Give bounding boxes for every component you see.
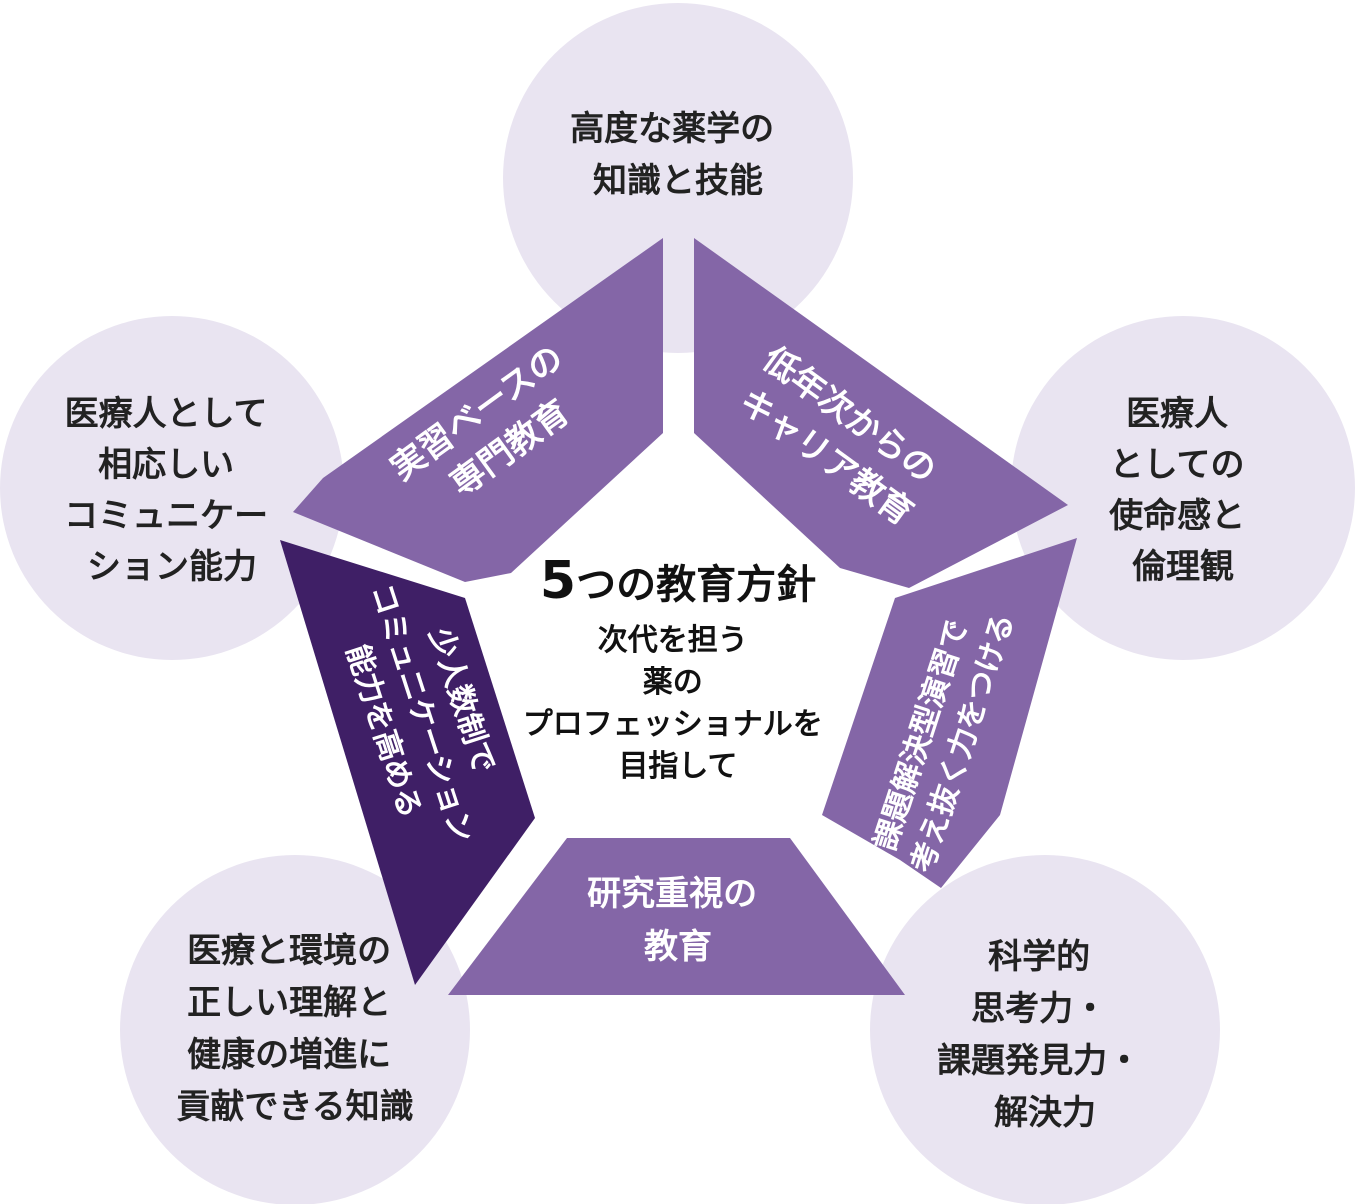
center-subtitle-line: 目指して [618, 749, 737, 784]
circle-bottom-right-label: 科学的 思考力・ 課題発見力・ 解決力 [937, 937, 1153, 1133]
circle-bottom-left-line: 健康の増進に [187, 1035, 391, 1075]
circle-top-line: 知識と技能 [593, 161, 763, 201]
segment-bottom-line: 研究重視の [587, 874, 757, 914]
segment-upper-left [293, 238, 663, 582]
segment-left [280, 540, 535, 985]
center-title-number: 5 [540, 551, 576, 611]
center-subtitle-line: 次代を担う [598, 623, 748, 658]
circle-bottom-right-line: 科学的 [988, 937, 1090, 977]
circle-top [503, 3, 853, 353]
segment-labels: 実習ベースの 専門教育 低年次からの キャリア教育 課題解決型演習で 考え抜く力… [339, 337, 1022, 967]
circle-right-label: 医療人 としての 使命感と 倫理観 [1108, 394, 1257, 587]
circle-bottom-right [870, 855, 1220, 1204]
circle-bottom-left-line: 医療と環境の [187, 931, 391, 971]
circle-top-line: 高度な薬学の [570, 109, 774, 149]
circle-right [1011, 316, 1355, 660]
circle-right-line: 医療人 [1126, 394, 1228, 434]
circle-left-line: コミュニケー [64, 496, 268, 536]
segment-bottom-label: 研究重視の 教育 [587, 874, 769, 967]
center-title: 5つの教育方針 [540, 551, 816, 611]
center-block: 5つの教育方針 次代を担う 薬の プロフェッショナルを 目指して [523, 551, 833, 784]
segment-bottom [448, 838, 905, 995]
circle-bottom-left [120, 855, 470, 1204]
segment-upper-right [694, 238, 1068, 588]
segment-right [822, 538, 1077, 888]
center-subtitle-line: プロフェッショナルを [523, 707, 823, 742]
circle-bottom-right-line: 思考力・ [971, 989, 1107, 1029]
center-subtitle-line: 薬の [643, 665, 703, 700]
circle-right-line: 倫理観 [1132, 547, 1234, 587]
circle-bottom-right-line: 課題発見力・ [937, 1041, 1141, 1081]
circle-left-line: ション能力 [87, 547, 257, 587]
segment-bottom-line: 教育 [644, 927, 712, 967]
circle-left-line: 相応しい [98, 445, 234, 485]
circle-bottom-right-line: 解決力 [994, 1093, 1096, 1133]
circle-top-label: 高度な薬学の 知識と技能 [570, 109, 786, 201]
circle-bottom-left-line: 正しい理解と [187, 983, 391, 1023]
outer-circles [0, 3, 1355, 1204]
center-subtitle: 次代を担う 薬の プロフェッショナルを 目指して [523, 623, 833, 784]
circle-right-line: としての [1110, 445, 1245, 485]
circle-labels: 高度な薬学の 知識と技能 医療人 としての 使命感と 倫理観 科学的 思考力・ … [64, 109, 1257, 1133]
circle-right-line: 使命感と [1108, 496, 1245, 536]
center-title-text: つの教育方針 [576, 562, 816, 608]
circle-bottom-left-label: 医療と環境の 正しい理解と 健康の増進に 貢献できる知識 [176, 931, 413, 1127]
circle-left-label: 医療人として 相応しい コミュニケー ション能力 [64, 394, 280, 587]
pentagon-segments [280, 238, 1077, 995]
circle-bottom-left-line: 貢献できる知識 [176, 1087, 413, 1127]
circle-left-line: 医療人として [65, 394, 268, 434]
circle-left [0, 316, 344, 660]
